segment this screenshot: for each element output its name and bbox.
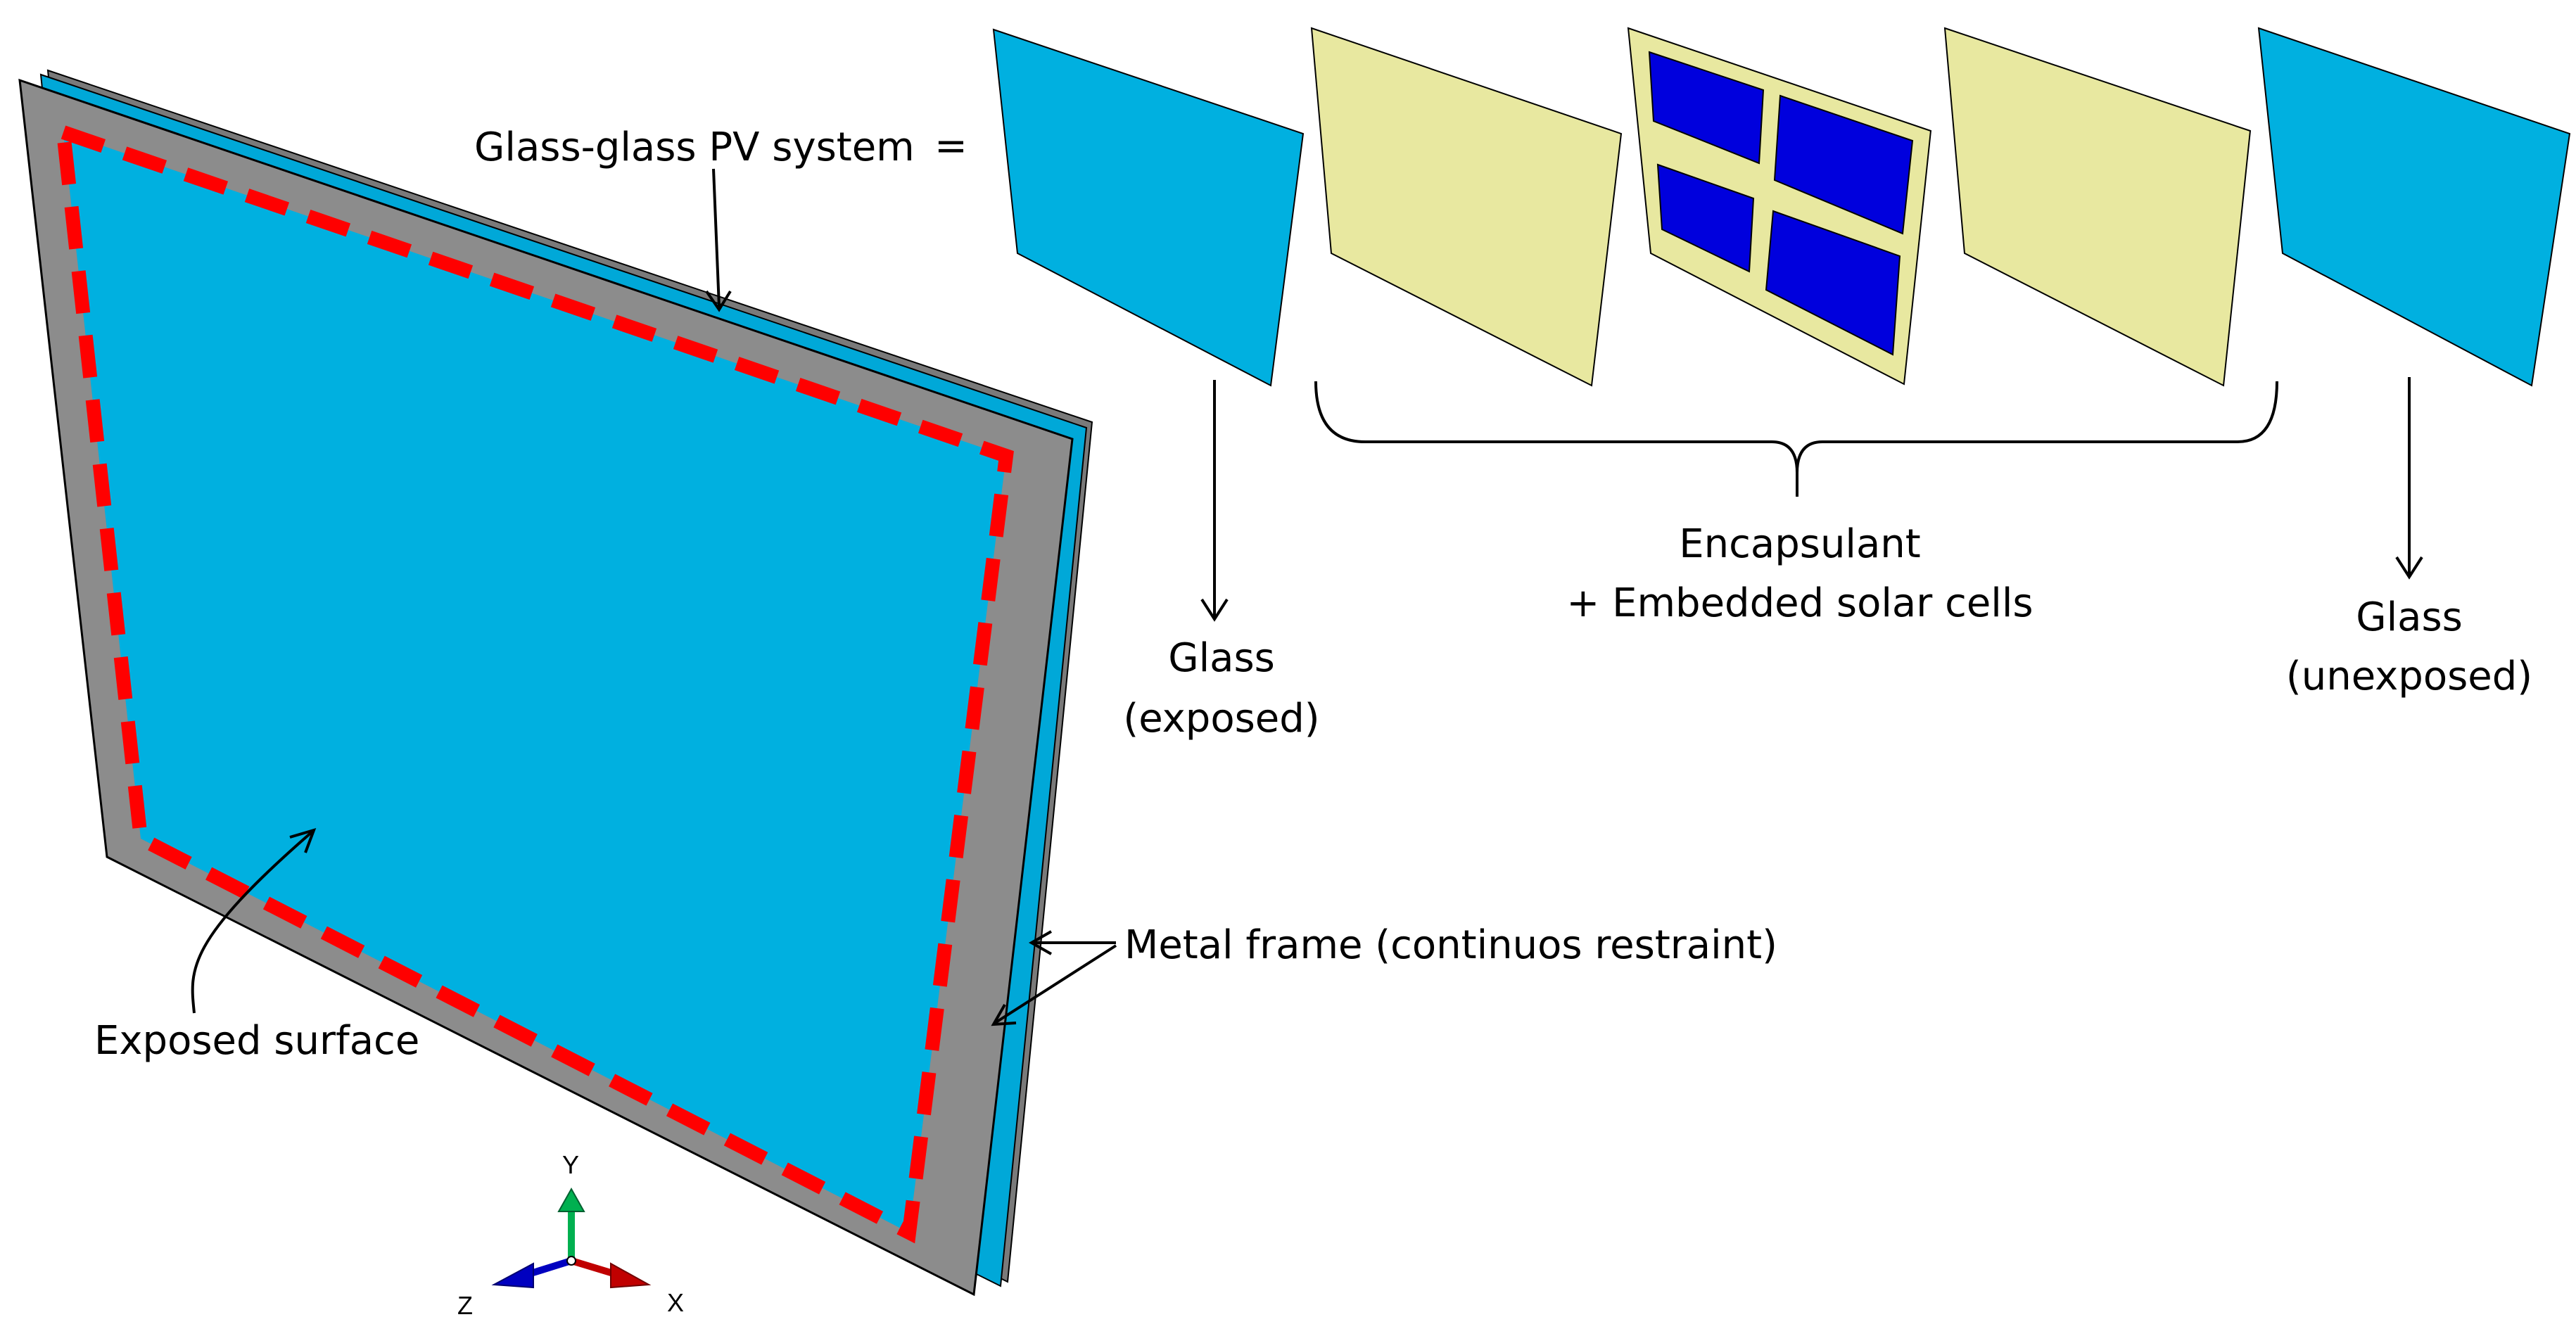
exposed-surface-label: Exposed surface: [94, 1018, 419, 1064]
glass-unexposed-arrowhead: [2395, 556, 2423, 580]
encapsulant-brace: [1314, 381, 2278, 497]
z-axis-arrowhead: [491, 1262, 534, 1289]
y-axis-label: Y: [562, 1150, 579, 1179]
exposed-surface-arrow: [191, 830, 314, 1014]
glass-exposed-layer: [992, 28, 1305, 387]
system-label: Glass-glass PV system: [474, 125, 915, 170]
exposed-glass-surface: [63, 132, 1006, 1233]
glass-exposed-label-line2: (exposed): [1123, 696, 1319, 742]
y-axis-arrowhead: [557, 1187, 585, 1212]
glass-unexposed-layer: [2257, 27, 2571, 387]
metal-frame-arrowhead-upper: [1028, 930, 1052, 955]
glass-unexposed-label-line2: (unexposed): [2286, 654, 2532, 699]
metal-frame-arrow-lower: [994, 944, 1117, 1024]
system-arrowhead: [705, 290, 732, 312]
solar-cell: [1656, 163, 1755, 273]
solar-cell-layer: [1627, 27, 1932, 386]
metal-frame-label: Metal frame (continuos restraint): [1124, 922, 1777, 968]
glass-exposed-arrowhead: [1200, 598, 1229, 622]
solar-cell: [1773, 94, 1914, 235]
metal-frame-arrowhead-lower: [991, 1004, 1017, 1026]
x-axis-arrowhead: [610, 1262, 652, 1289]
encapsulant-layer-front: [1310, 27, 1623, 387]
encapsulant-label-line2: + Embedded solar cells: [1566, 580, 2033, 626]
exploded-layers: [992, 27, 2571, 387]
pv-panel-assembly: [18, 69, 1093, 1297]
encapsulant-layer-back: [1943, 27, 2252, 387]
z-axis-label: Z: [457, 1291, 473, 1320]
axis-origin: [566, 1256, 576, 1266]
restraint-dashed-outline: [55, 122, 1014, 1244]
annotations: [191, 168, 2423, 1026]
solar-cell: [1648, 51, 1765, 165]
encapsulant-label-line1: Encapsulant: [1679, 521, 1921, 567]
solar-cell: [1765, 210, 1901, 356]
x-axis-label: X: [667, 1288, 684, 1317]
glass-unexposed-label-line1: Glass: [2356, 594, 2463, 640]
glass-exposed-label-line1: Glass: [1168, 635, 1275, 681]
system-arrow: [712, 168, 721, 307]
labels: Glass-glass PV system = Glass (exposed) …: [94, 123, 2532, 1064]
axis-triad: Y X Z: [457, 1150, 684, 1320]
equals-sign: =: [934, 123, 967, 169]
exposed-surface-arrowhead: [289, 827, 317, 853]
